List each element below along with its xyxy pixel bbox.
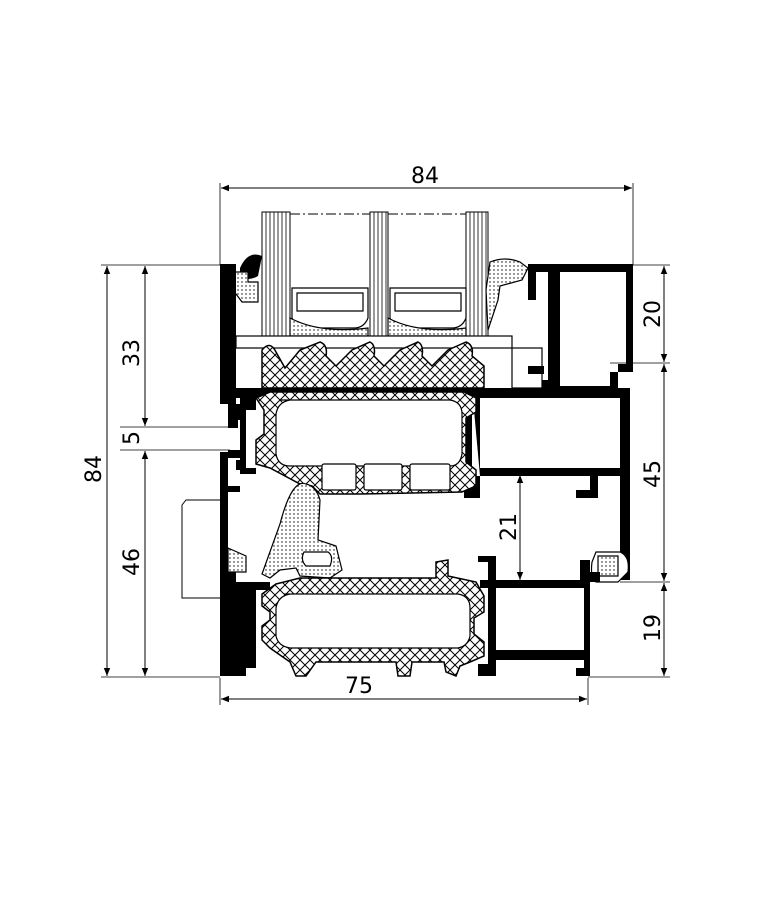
- lower-chamber: [275, 593, 471, 649]
- dimension-bottom-width: 75: [219, 674, 589, 705]
- dimension-left-lower: 46: [120, 451, 149, 676]
- inner-glazing-gasket: [485, 258, 529, 331]
- glass-pane-outer: [261, 211, 291, 337]
- frame-gasket-left: [227, 547, 247, 573]
- dim-label-right-bottom: 19: [641, 614, 666, 642]
- dim-label-left-total: 84: [82, 455, 107, 483]
- dim-label-right-middle: 45: [641, 460, 666, 488]
- dim-label-inner: 21: [497, 513, 522, 541]
- sash-profile: [236, 388, 630, 580]
- glazing-unit: [261, 211, 489, 337]
- dim-label-left-lower: 46: [120, 548, 145, 576]
- dimension-left-total: 84: [82, 264, 230, 678]
- dimension-right-top: 20: [610, 264, 670, 364]
- dim-label-right-top: 20: [641, 300, 666, 328]
- upper-chamber: [275, 399, 463, 467]
- frame-profile: [228, 556, 600, 677]
- dim-label-left-gap: 5: [120, 431, 145, 445]
- dimension-right-middle: 45: [620, 364, 670, 583]
- dimension-right-bottom: 19: [588, 583, 670, 678]
- dim-label-top: 84: [411, 164, 439, 189]
- dimension-inner: 21: [497, 475, 524, 580]
- glazing-insulation-gasket: [261, 341, 485, 389]
- sash-bead-profile: [511, 264, 633, 393]
- glass-pane-inner: [465, 211, 489, 337]
- dimension-top-width: 84: [219, 164, 634, 265]
- dim-label-bottom: 75: [345, 674, 373, 699]
- glass-pane-middle: [369, 211, 389, 337]
- dim-label-left-upper: 33: [120, 339, 145, 367]
- handle-outline: [181, 499, 220, 599]
- dimension-left-upper: 33: [120, 266, 149, 426]
- dimension-left-gap: 5: [120, 426, 230, 451]
